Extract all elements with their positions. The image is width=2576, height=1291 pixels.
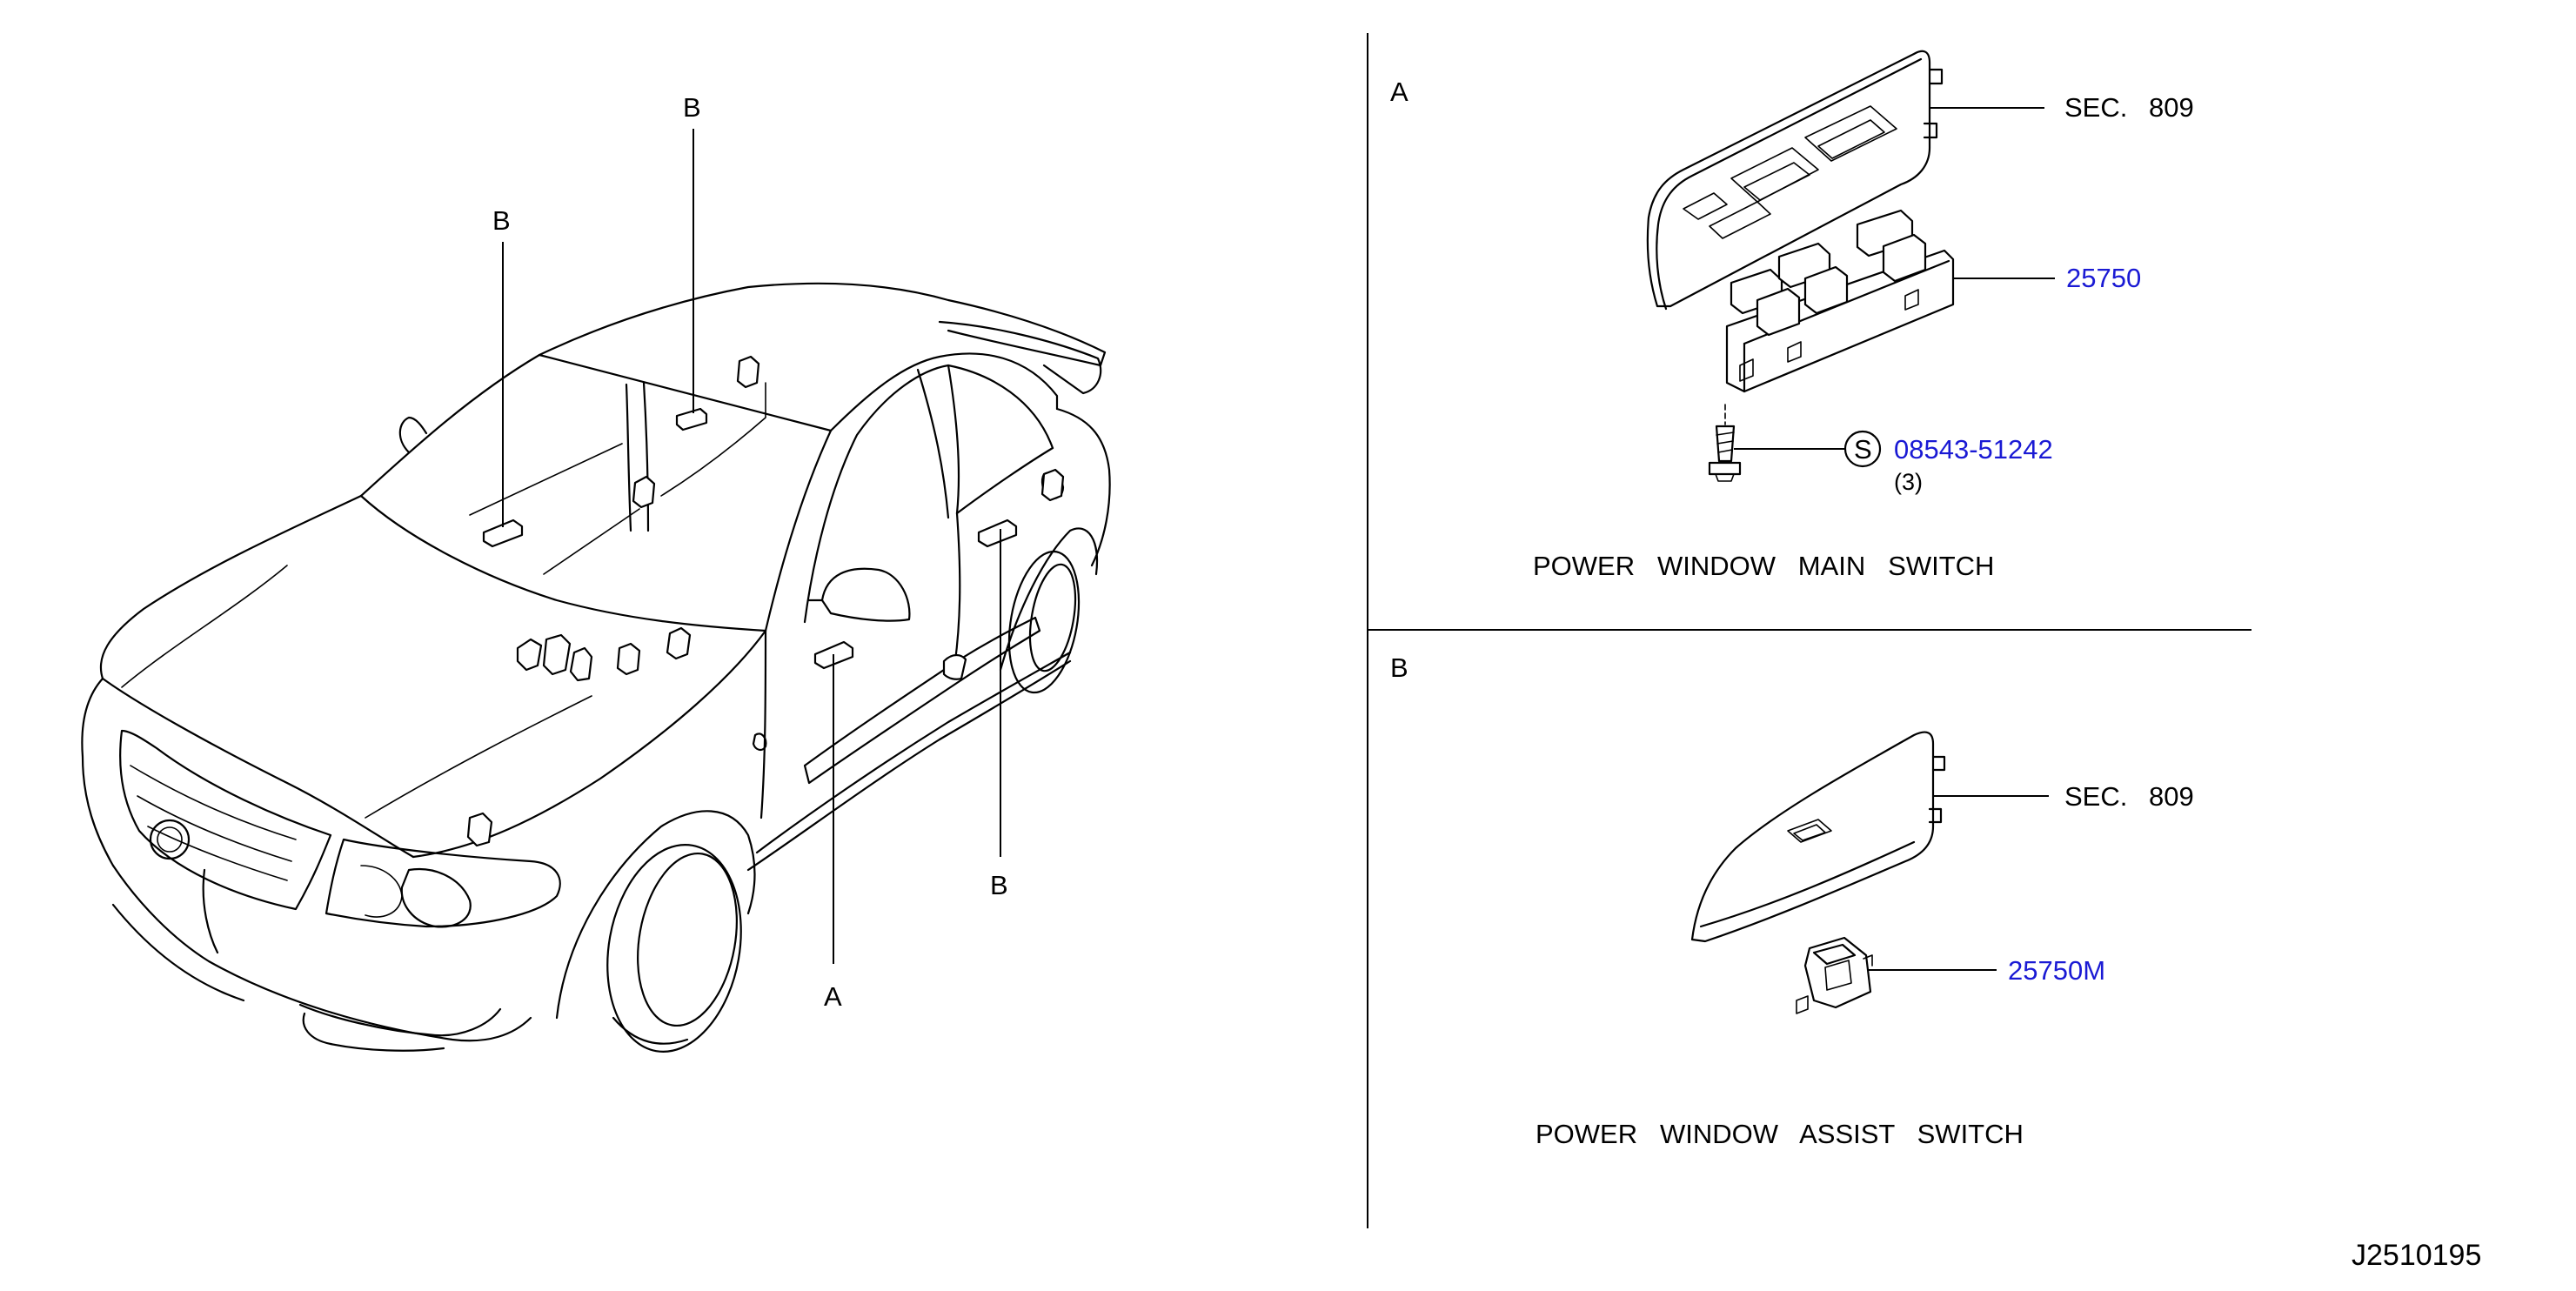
switch-marker-rear-right bbox=[977, 518, 1018, 548]
section-b: B SEC. 809 25750M POWER WINDOW ASSIST SW… bbox=[1390, 652, 2194, 1149]
screw-symbol-letter: S bbox=[1854, 434, 1872, 465]
a-part-switch-number[interactable]: 25750 bbox=[2066, 263, 2141, 293]
a-sec-number[interactable]: 809 bbox=[2149, 92, 2194, 123]
screw-symbol-circle bbox=[1843, 430, 1882, 468]
switch-marker-rear-top bbox=[675, 407, 708, 431]
screw bbox=[1708, 404, 1742, 482]
screw-quantity: (3) bbox=[1894, 469, 1923, 495]
section-b-letter: B bbox=[1390, 652, 1408, 683]
switch-marker-rear-left bbox=[482, 518, 524, 548]
a-sec-label[interactable]: SEC. bbox=[2064, 92, 2127, 123]
b-part-switch-number[interactable]: 25750M bbox=[2008, 955, 2105, 986]
callout-b-top[interactable]: B bbox=[683, 92, 701, 123]
car-illustration: B B A B bbox=[81, 92, 1111, 1053]
assist-switch-finisher bbox=[1690, 731, 1946, 943]
a-part-screw-number[interactable]: 08543-51242 bbox=[1894, 434, 2053, 465]
assist-switch-unit bbox=[1796, 936, 1873, 1014]
b-sec-label[interactable]: SEC. bbox=[2064, 781, 2127, 812]
callout-a-front[interactable]: A bbox=[824, 981, 842, 1012]
callout-b-left[interactable]: B bbox=[492, 205, 511, 236]
b-sec-number[interactable]: 809 bbox=[2149, 781, 2194, 812]
section-a-letter: A bbox=[1390, 77, 1408, 107]
a-title: POWER WINDOW MAIN SWITCH bbox=[1533, 551, 1994, 581]
b-title: POWER WINDOW ASSIST SWITCH bbox=[1536, 1119, 2024, 1149]
callout-b-rear[interactable]: B bbox=[990, 870, 1008, 900]
section-a: A SEC. 809 bbox=[1390, 50, 2194, 581]
main-switch-assembly bbox=[1725, 209, 1955, 393]
main-switch-finisher bbox=[1646, 50, 1944, 311]
diagram-code: J2510195 bbox=[2352, 1239, 2481, 1272]
